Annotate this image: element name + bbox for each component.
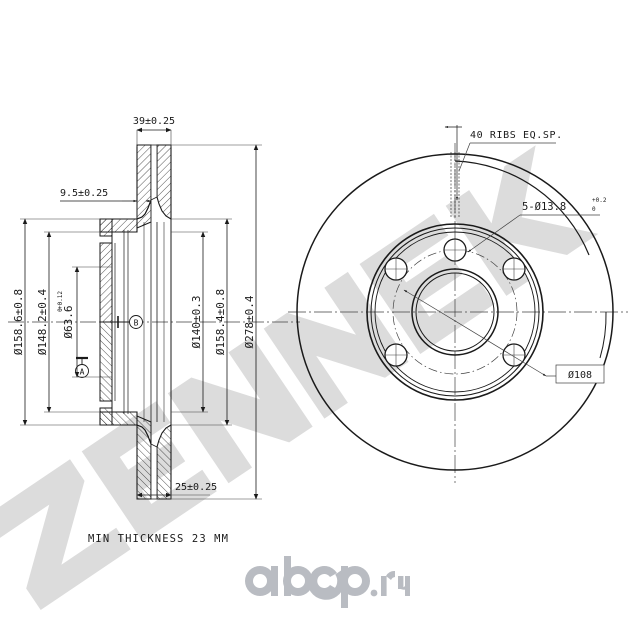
dim-hub-bore-tol-up: +0.12 (57, 291, 64, 309)
bolt-circle-box (555, 364, 605, 384)
ribs-note-label: 40 RIBS EQ.SP. (470, 130, 563, 141)
dim-mid-ring-dia: Ø158.4±0.8 (171, 218, 232, 426)
inboard-ring-upper (156, 144, 172, 220)
vent-gap-lower (150, 443, 158, 500)
ribs-leader (458, 142, 556, 172)
dim-outer-dia: Ø278±0.4 (171, 144, 262, 500)
dim-disc-thickness: 25±0.25 (136, 482, 217, 499)
rib-indicator (444, 125, 462, 218)
dim-hub-bore-dia-label: Ø63.6 (62, 305, 75, 338)
dim-hat-dia-label: Ø148.2±0.4 (36, 289, 49, 356)
neck-lower (136, 415, 152, 445)
neck-upper (136, 199, 152, 229)
dim-overall-width: 39±0.25 (133, 116, 175, 147)
dim-inner-ring-dia-label: Ø140±0.3 (190, 296, 203, 349)
bolt-hole (443, 238, 467, 262)
hat-wall-lower-b (99, 321, 113, 402)
bolt-hole (384, 343, 408, 367)
dim-hat-dia: Ø148.2±0.4 (36, 231, 52, 413)
dim-inner-ring-dia: Ø140±0.3 (171, 231, 208, 413)
hat-wall-lower-a (99, 407, 113, 426)
dim-overall-width-label: 39±0.25 (133, 116, 175, 127)
dim-hat-offset: 9.5±0.25 (60, 188, 152, 222)
vent-gap-upper (150, 144, 158, 201)
datum-a-label: A (80, 368, 85, 377)
dim-disc-thickness-label: 25±0.25 (175, 482, 217, 493)
face-view: 40 RIBS EQ.SP. 5-Ø13.8 +0.2 0 Ø108 (288, 125, 628, 483)
rib-band-arc-2 (599, 311, 607, 359)
bolt-circle-leader (403, 289, 556, 377)
dim-outer-flange-dia-label: Ø158.6±0.8 (12, 289, 25, 355)
dim-hub-bore-tol-lo: 0 (57, 308, 64, 312)
dim-hat-offset-label: 9.5±0.25 (60, 188, 108, 199)
bolt-hole (384, 257, 408, 281)
bolt-holes-tol-lo: 0 (592, 206, 596, 213)
dim-mid-ring-dia-label: Ø158.4±0.8 (214, 289, 227, 355)
min-thickness-note: MIN THICKNESS 23 MM (88, 533, 229, 545)
dim-hub-bore-dia: Ø63.6 +0.12 0 (57, 266, 112, 378)
inboard-ring-lower (156, 424, 172, 500)
hat-wall-upper-a (99, 218, 113, 237)
hat-wall-upper-b (99, 242, 113, 323)
bolt-hole (502, 343, 526, 367)
dim-outer-flange-dia: Ø158.6±0.8 (12, 218, 28, 426)
datum-b-label: B (134, 319, 139, 328)
dim-outer-dia-label: Ø278±0.4 (243, 295, 256, 348)
datum-a-symbol: A (75, 356, 89, 378)
rib-band-arc (454, 160, 590, 256)
cross-section-view: B A 39±0.25 (8, 116, 300, 545)
bolt-hole-leader (467, 214, 600, 253)
bolt-holes-label: 5-Ø13.8 (522, 201, 566, 213)
datum-b-symbol: B (112, 315, 143, 329)
bolt-holes-tol-up: +0.2 (592, 197, 607, 204)
bolt-circle-label: Ø108 (568, 369, 592, 381)
bolt-hole (502, 257, 526, 281)
